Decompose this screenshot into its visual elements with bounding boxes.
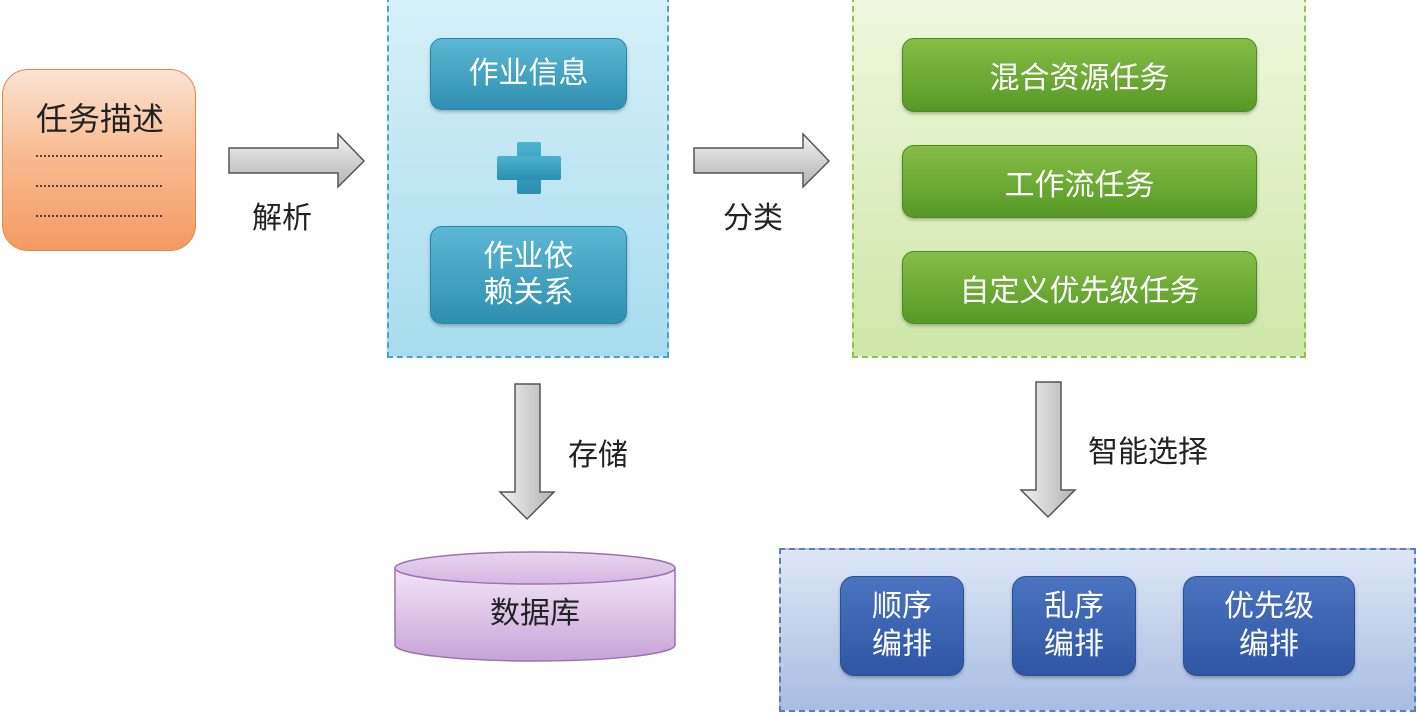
classify-label: 分类 — [723, 201, 783, 236]
priority-line1: 优先级 — [1224, 589, 1314, 624]
store-arrow — [498, 383, 556, 521]
job-info-box: 作业信息 — [430, 38, 627, 110]
random-arrange-box: 乱序 编排 — [1012, 576, 1136, 676]
task-description-box: 任务描述 — [2, 69, 196, 251]
priority-line2: 编排 — [1239, 627, 1299, 662]
task-dotted-line — [35, 154, 163, 158]
custom-priority-task-box: 自定义优先级任务 — [902, 251, 1257, 324]
job-dependency-box: 作业依 赖关系 — [430, 226, 627, 324]
task-dotted-line — [35, 214, 163, 218]
parse-label: 解析 — [252, 201, 312, 236]
classify-arrow — [693, 132, 831, 189]
mixed-resource-task-box: 混合资源任务 — [902, 38, 1257, 112]
sequential-line2: 编排 — [872, 627, 932, 662]
job-dependency-line2: 赖关系 — [483, 275, 574, 310]
task-dotted-line — [35, 184, 163, 188]
sequential-arrange-box: 顺序 编排 — [840, 576, 964, 676]
job-dependency-line1: 作业依 — [483, 239, 574, 274]
sequential-line1: 顺序 — [872, 589, 932, 624]
plus-icon-bar — [497, 156, 561, 180]
parse-arrow — [228, 132, 366, 189]
database-icon — [394, 551, 676, 662]
priority-arrange-box: 优先级 编排 — [1183, 576, 1355, 676]
random-line2: 编排 — [1044, 627, 1104, 662]
smart-select-arrow — [1019, 381, 1077, 519]
database-label: 数据库 — [490, 596, 580, 631]
smart-select-label: 智能选择 — [1088, 435, 1208, 470]
task-description-title: 任务描述 — [35, 100, 164, 138]
random-line1: 乱序 — [1044, 589, 1104, 624]
store-label: 存储 — [568, 438, 628, 473]
workflow-task-box: 工作流任务 — [902, 145, 1257, 218]
